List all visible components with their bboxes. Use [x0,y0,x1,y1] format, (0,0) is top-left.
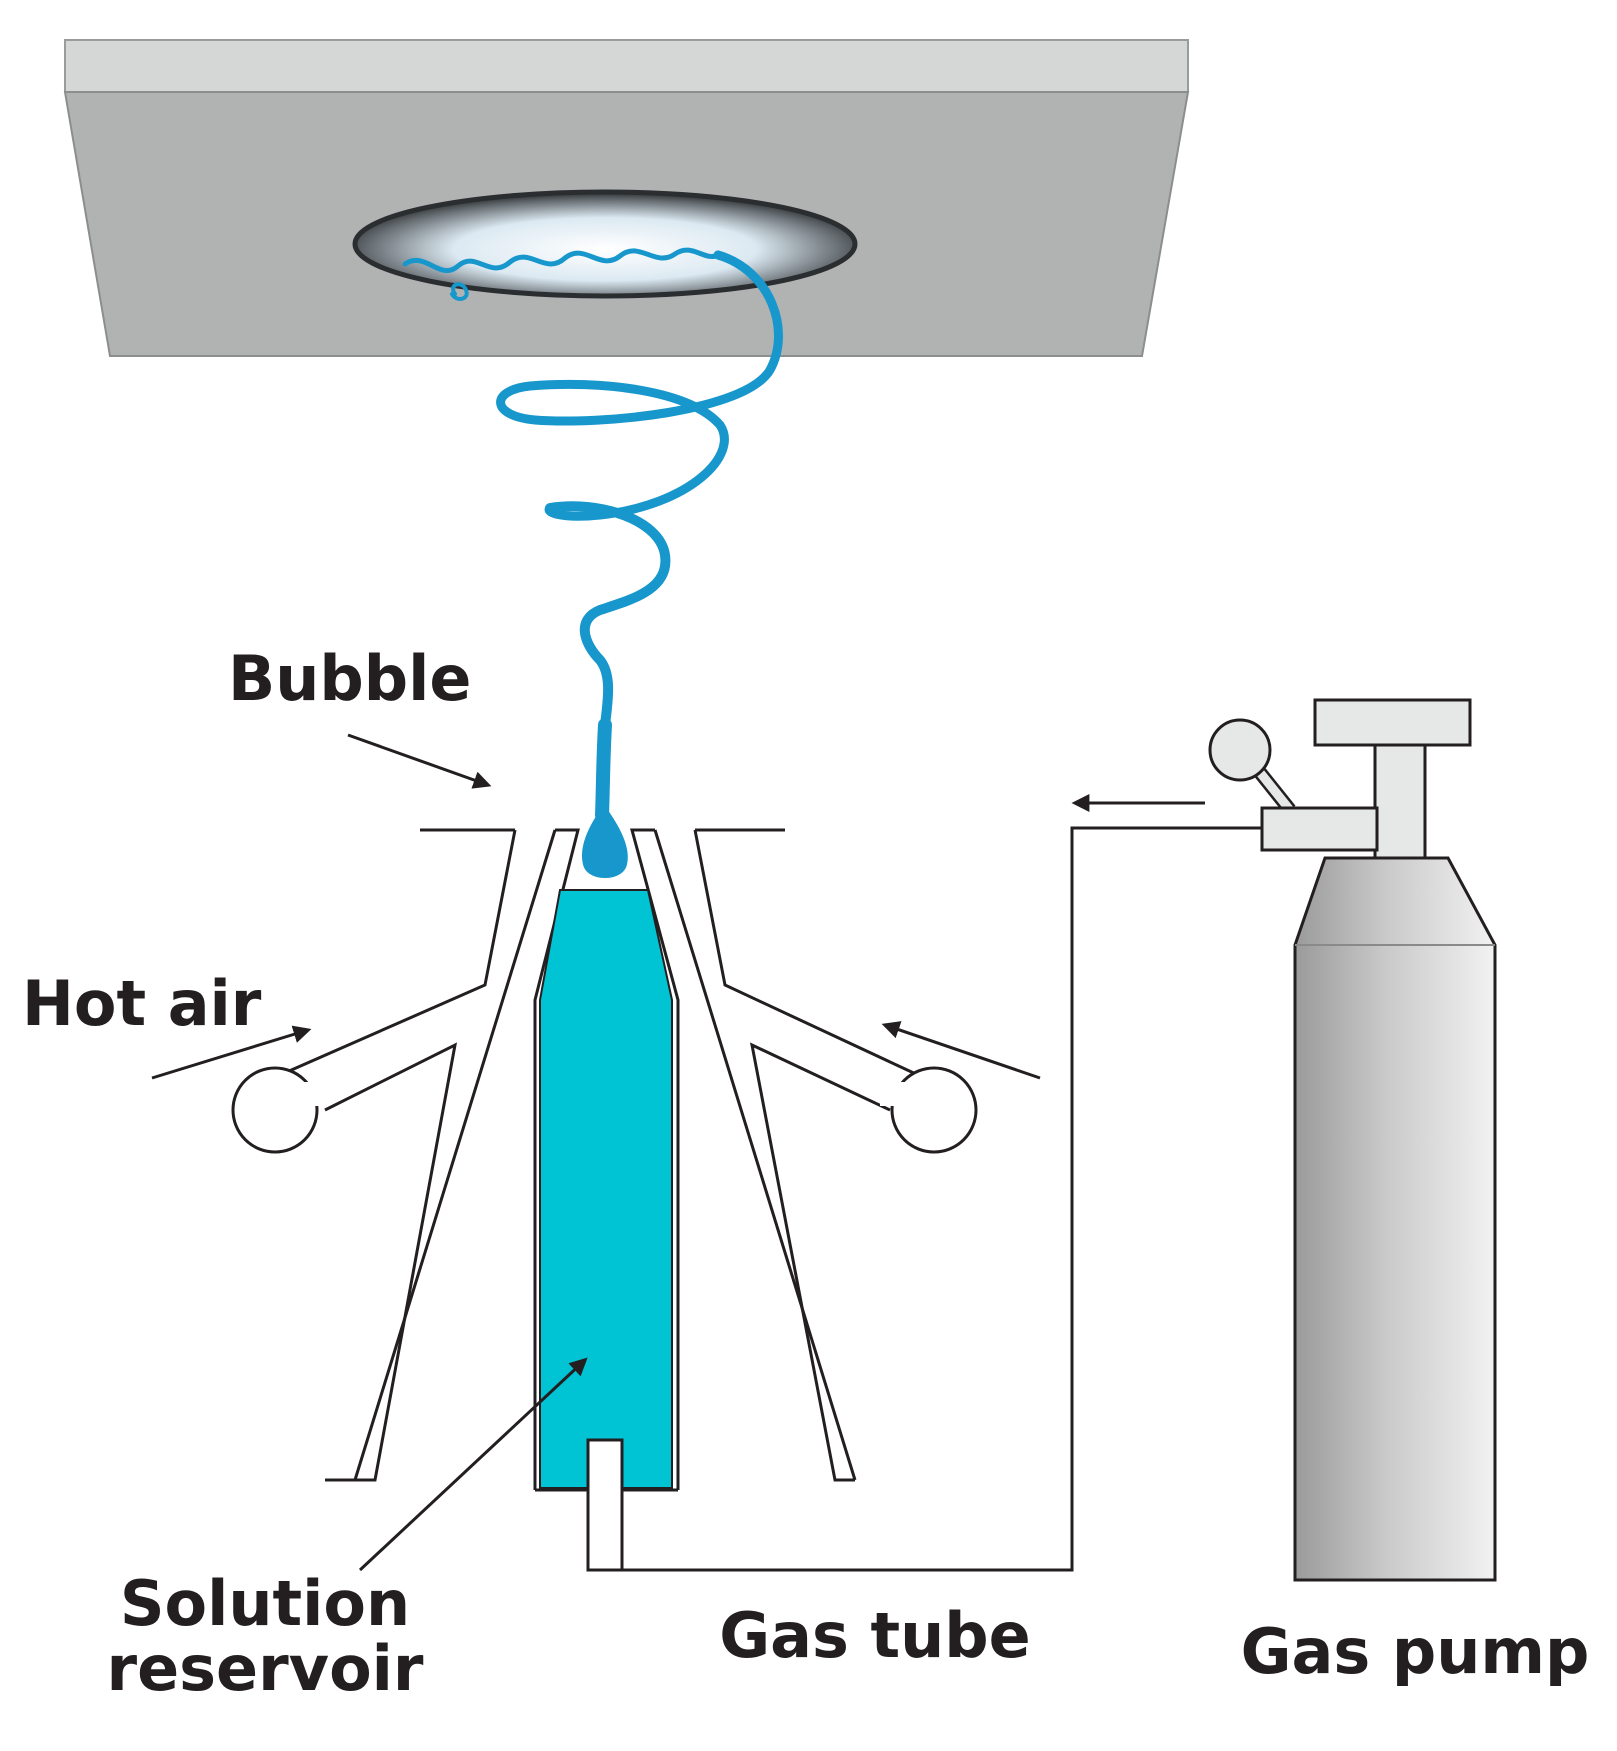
label-gas-tube: Gas tube [719,1599,1030,1672]
fiber-jet [402,247,783,878]
hot-air-port-left [231,1066,330,1154]
hot-air-arrow-right [881,1021,1041,1080]
gas-tube-line [605,826,1262,1572]
hot-air-arrow-left [151,1025,312,1080]
solution-reservoir [539,889,673,1489]
spinneret-assembly [279,828,919,1492]
gas-inlet-stub [586,1438,624,1572]
bubble-arrow [347,733,492,789]
collector-plate [63,39,1190,357]
label-bubble: Bubble [228,642,471,715]
label-solution: Solution [120,1567,410,1640]
label-reservoir: reservoir [107,1632,424,1705]
gas-cylinder [1208,698,1497,1582]
label-hot-air: Hot air [22,967,262,1040]
arrows [151,733,1205,1572]
label-gas-pump: Gas pump [1241,1615,1590,1688]
hot-air-port-right [880,1066,978,1154]
solution-arrow [358,1357,588,1572]
collector-hole [352,189,858,299]
